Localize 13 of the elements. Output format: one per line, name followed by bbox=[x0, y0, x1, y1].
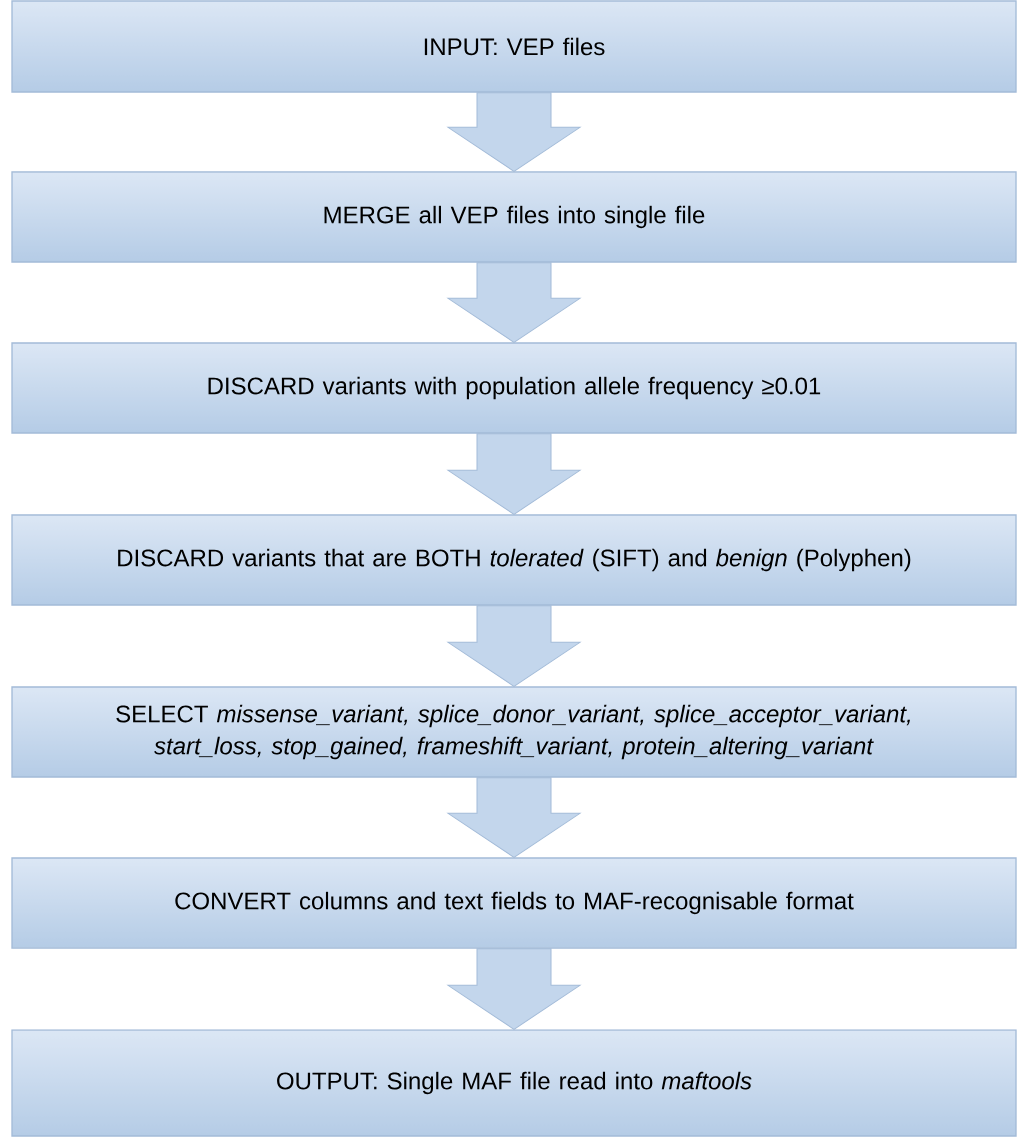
arrow bbox=[447, 92, 581, 172]
process-box: SELECT missense_variant, splice_donor_variant, splice_acceptor_variant, start_loss, stop_gained, frameshift_variant, protein_altering_variant bbox=[11, 686, 1017, 778]
arrow bbox=[447, 433, 581, 515]
arrow bbox=[447, 777, 581, 858]
process-box: CONVERT columns and text fields to MAF-recognisable format bbox=[11, 857, 1017, 949]
arrow bbox=[447, 262, 581, 343]
process-box: DISCARD variants with population allele frequency ≥0.01 bbox=[11, 342, 1017, 434]
arrow bbox=[447, 605, 581, 687]
process-box: MERGE all VEP files into single file bbox=[11, 171, 1017, 263]
arrow bbox=[447, 948, 581, 1030]
process-box: OUTPUT: Single MAF file read into maftools bbox=[11, 1029, 1017, 1137]
process-box: DISCARD variants that are BOTH tolerated (SIFT) and benign (Polyphen) bbox=[11, 514, 1017, 606]
process-box: INPUT: VEP files bbox=[11, 0, 1017, 93]
